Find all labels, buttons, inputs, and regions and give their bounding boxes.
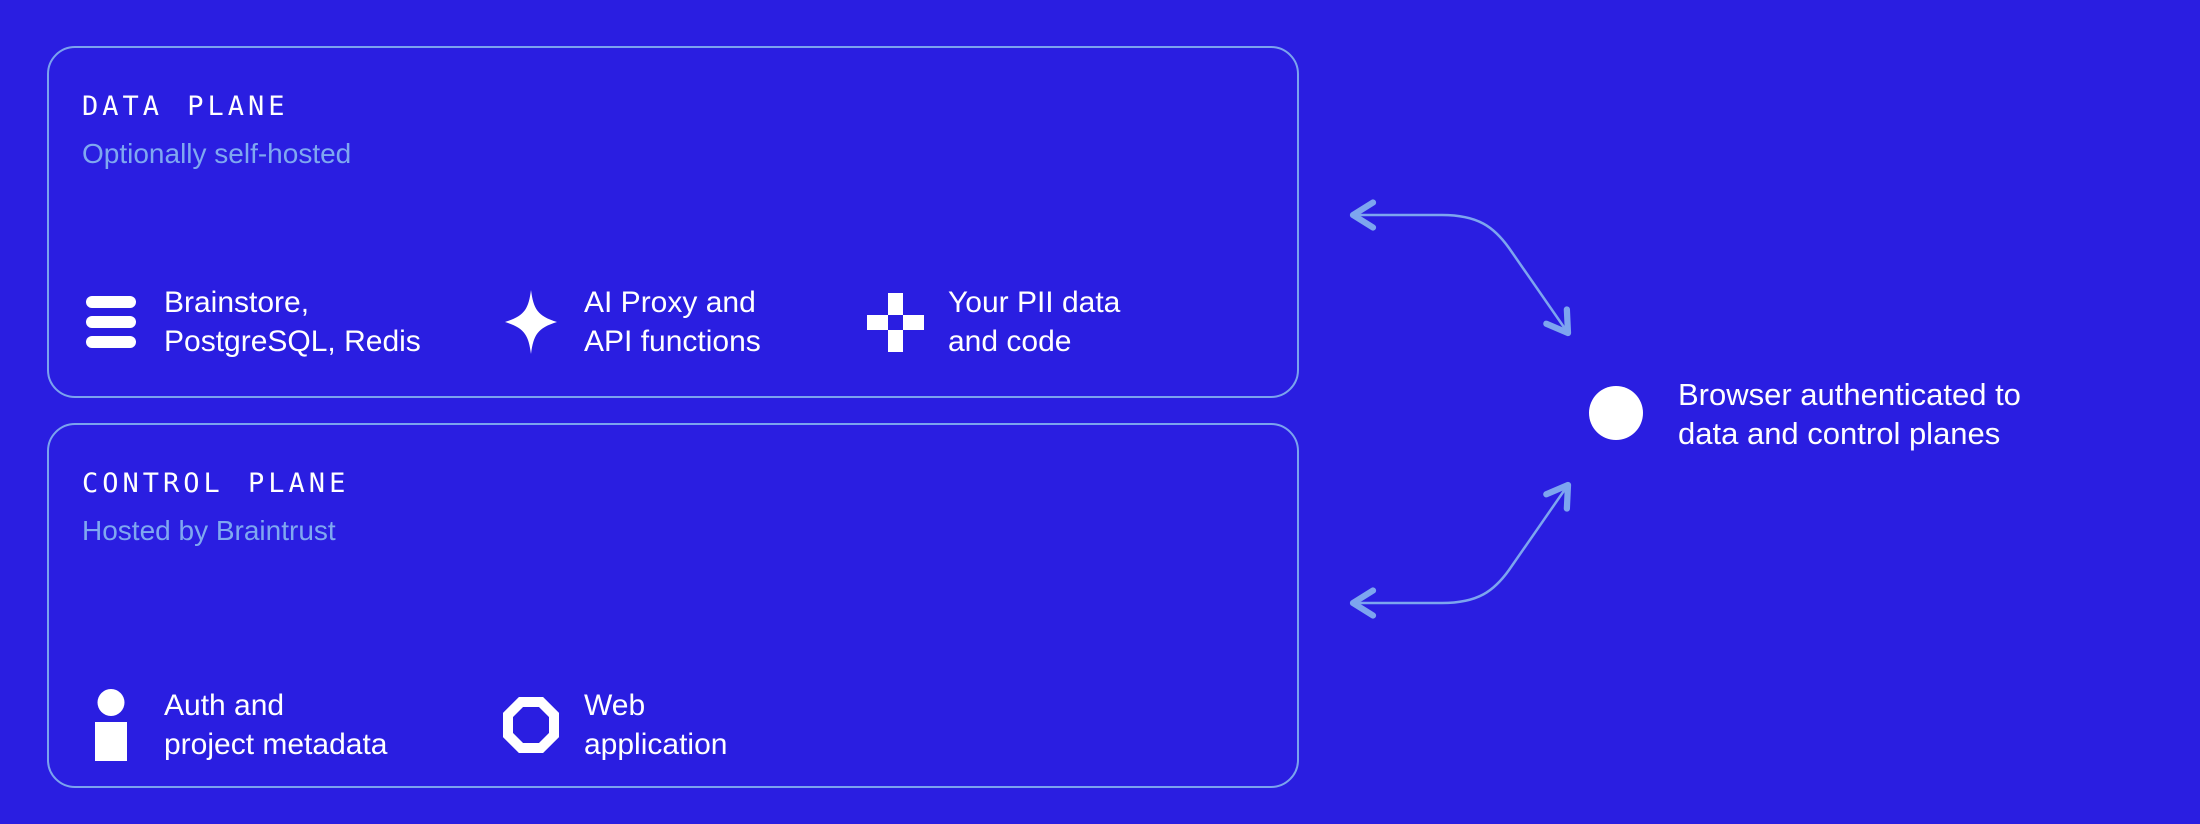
list-item-auth: Auth and project metadata bbox=[82, 686, 387, 764]
control-plane-title: CONTROL PLANE bbox=[82, 468, 350, 499]
browser-label: Browser authenticated to data and contro… bbox=[1678, 377, 2021, 451]
database-stack-icon bbox=[82, 283, 140, 361]
item-label: Brainstore, PostgreSQL, Redis bbox=[164, 286, 421, 358]
control-plane-panel: CONTROL PLANE Hosted by Braintrust Auth … bbox=[47, 423, 1299, 788]
data-plane-panel: DATA PLANE Optionally self-hosted Brains… bbox=[47, 46, 1299, 398]
item-label: AI Proxy and API functions bbox=[584, 286, 761, 358]
plus-icon bbox=[866, 283, 924, 361]
item-label: Web application bbox=[584, 689, 728, 761]
item-label: Your PII data and code bbox=[948, 286, 1121, 358]
octagon-icon bbox=[502, 686, 560, 764]
arrow-control-plane-to-browser bbox=[1349, 481, 1572, 619]
browser-dot-icon bbox=[1589, 386, 1643, 440]
browser-node: Browser authenticated to data and contro… bbox=[1589, 377, 2021, 451]
control-plane-subtitle: Hosted by Braintrust bbox=[82, 515, 336, 546]
person-icon bbox=[82, 686, 140, 764]
sparkle-icon bbox=[502, 283, 560, 361]
list-item-web-app: Web application bbox=[502, 686, 727, 764]
list-item-ai-proxy: AI Proxy and API functions bbox=[502, 283, 761, 361]
list-item-brainstore: Brainstore, PostgreSQL, Redis bbox=[82, 283, 421, 361]
data-plane-subtitle: Optionally self-hosted bbox=[82, 138, 352, 169]
item-label: Auth and project metadata bbox=[164, 689, 388, 761]
data-plane-title: DATA PLANE bbox=[82, 91, 289, 122]
list-item-pii-data: Your PII data and code bbox=[866, 283, 1120, 361]
arrow-data-plane-to-browser bbox=[1349, 199, 1572, 337]
